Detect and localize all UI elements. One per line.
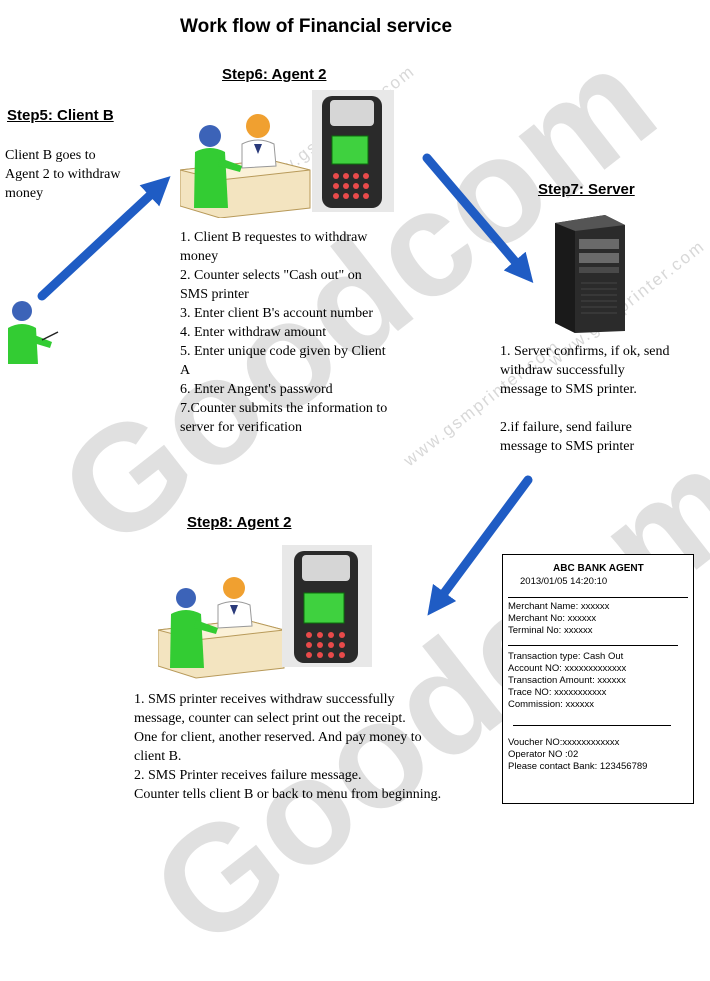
step8-line: 2. SMS Printer receives failure message.	[134, 768, 362, 783]
receipt-merchant-no: Merchant No: xxxxxx	[508, 613, 597, 624]
step8-line: One for client, another reserved. And pa…	[134, 730, 422, 745]
step6-line: 3. Enter client B's account number	[180, 306, 374, 321]
step5-heading: Step5: Client B	[7, 107, 114, 124]
step7-heading: Step7: Server	[538, 181, 635, 198]
agent-counter-icon	[158, 577, 285, 679]
agent-counter-icon	[180, 114, 311, 218]
sms-printer-icon	[312, 90, 394, 212]
step8-text: 1. SMS printer receives withdraw success…	[134, 690, 441, 804]
step6-line: money	[180, 249, 219, 264]
step6-line: server for verification	[180, 420, 303, 435]
receipt-divider	[508, 645, 678, 646]
step5-line: Agent 2 to withdraw	[5, 167, 121, 182]
step5-line: Client B goes to	[5, 148, 96, 163]
client-b-icon	[8, 301, 59, 364]
receipt-transaction-amount: Transaction Amount: xxxxxx	[508, 675, 626, 686]
step6-line: 7.Counter submits the information to	[180, 401, 388, 416]
receipt-transaction-type: Transaction type: Cash Out	[508, 651, 624, 662]
step7-line: 1. Server confirms, if ok, send	[500, 344, 670, 359]
step6-text: 1. Client B requestes to withdraw money …	[180, 228, 387, 437]
step6-line: 6. Enter Angent's password	[180, 382, 333, 397]
step8-line: 1. SMS printer receives withdraw success…	[134, 692, 395, 707]
receipt-contact: Please contact Bank: 123456789	[508, 761, 648, 772]
step8-heading: Step8: Agent 2	[187, 514, 292, 531]
receipt: ABC BANK AGENT 2013/01/05 14:20:10 Merch…	[502, 554, 694, 804]
step7-text-ok: 1. Server confirms, if ok, send withdraw…	[500, 342, 670, 399]
receipt-trace-no: Trace NO: xxxxxxxxxxx	[508, 687, 607, 698]
step7-line: message to SMS printer	[500, 439, 635, 454]
step7-line: 2.if failure, send failure	[500, 420, 632, 435]
receipt-terminal-no: Terminal No: xxxxxx	[508, 625, 593, 636]
page-title: Work flow of Financial service	[180, 16, 453, 37]
receipt-header: ABC BANK AGENT	[553, 563, 644, 574]
step6-line: SMS printer	[180, 287, 249, 302]
arrow-step5-to-step6	[37, 176, 171, 301]
step6-line: 1. Client B requestes to withdraw	[180, 230, 368, 245]
step5-line: money	[5, 186, 44, 201]
step6-line: 5. Enter unique code given by Client	[180, 344, 386, 359]
flow-arrows	[37, 153, 534, 616]
step7-text-failure: 2.if failure, send failure message to SM…	[500, 418, 634, 456]
server-icon	[555, 215, 625, 333]
arrow-step7-to-step8	[427, 475, 533, 616]
step7-line: withdraw successfully	[500, 363, 625, 378]
receipt-divider	[508, 597, 688, 598]
receipt-account-no: Account NO: xxxxxxxxxxxxx	[508, 663, 627, 674]
step8-line: Counter tells client B or back to menu f…	[134, 787, 442, 802]
receipt-merchant-name: Merchant Name: xxxxxx	[508, 601, 610, 612]
step6-line: A	[180, 363, 191, 378]
step7-line: message to SMS printer.	[500, 382, 637, 397]
receipt-voucher-no: Voucher NO:xxxxxxxxxxxx	[508, 737, 620, 748]
receipt-operator-no: Operator NO :02	[508, 749, 579, 760]
receipt-datetime: 2013/01/05 14:20:10	[520, 576, 608, 587]
step8-line: message, counter can select print out th…	[134, 711, 406, 726]
step8-line: client B.	[134, 749, 182, 764]
step6-line: 2. Counter selects "Cash out" on	[180, 268, 362, 283]
step6-line: 4. Enter withdraw amount	[180, 325, 327, 340]
step5-text: Client B goes to Agent 2 to withdraw mon…	[5, 146, 120, 203]
sms-printer-icon	[282, 545, 372, 667]
arrow-step6-to-step7	[422, 153, 534, 283]
receipt-divider	[513, 725, 671, 726]
step6-heading: Step6: Agent 2	[222, 66, 327, 83]
receipt-commission: Commission: xxxxxx	[508, 699, 595, 710]
